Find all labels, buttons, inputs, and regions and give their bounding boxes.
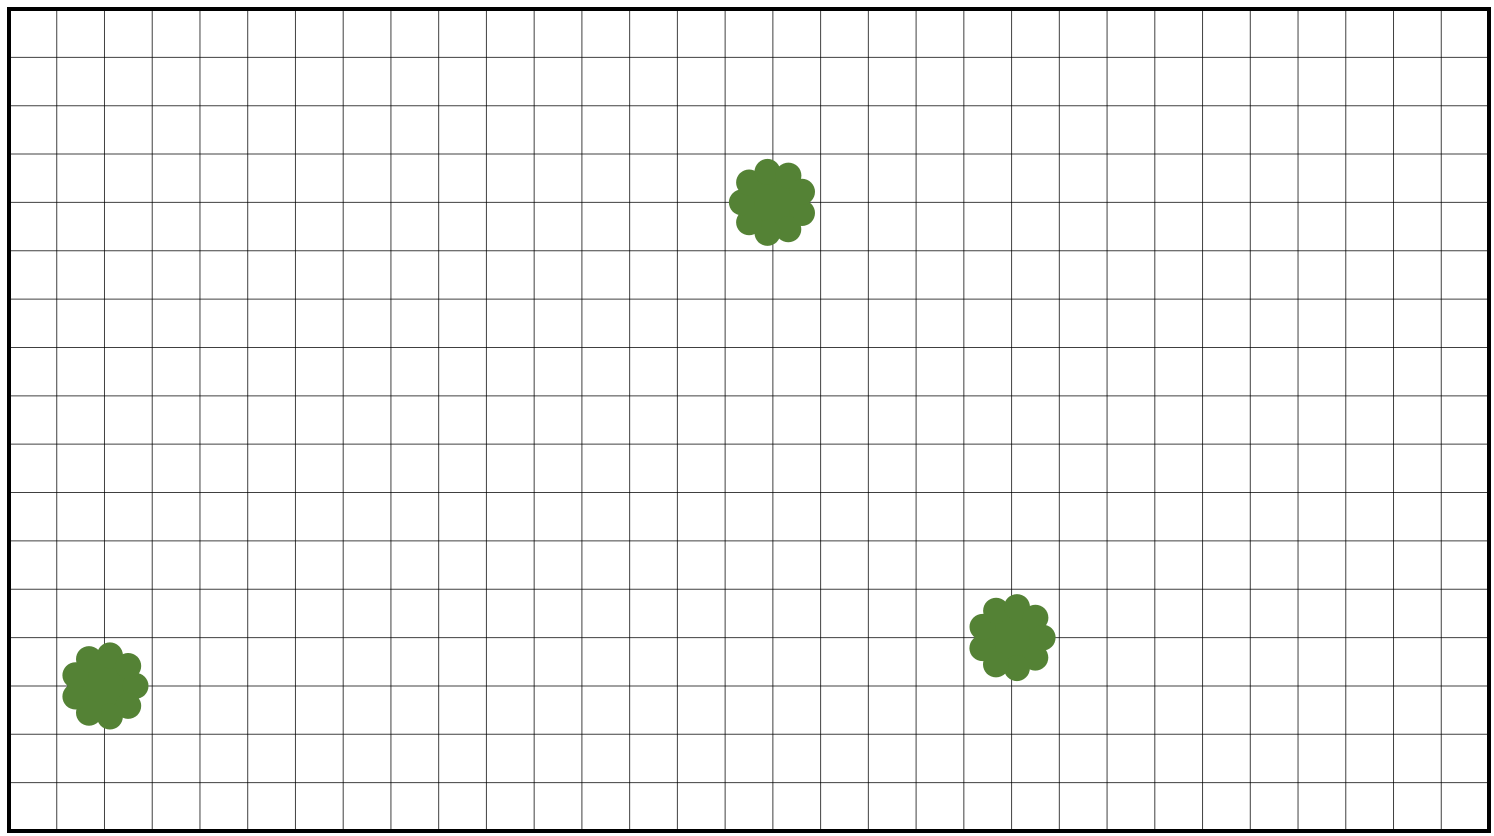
game-board [0,0,1494,836]
board-background [0,0,1494,836]
